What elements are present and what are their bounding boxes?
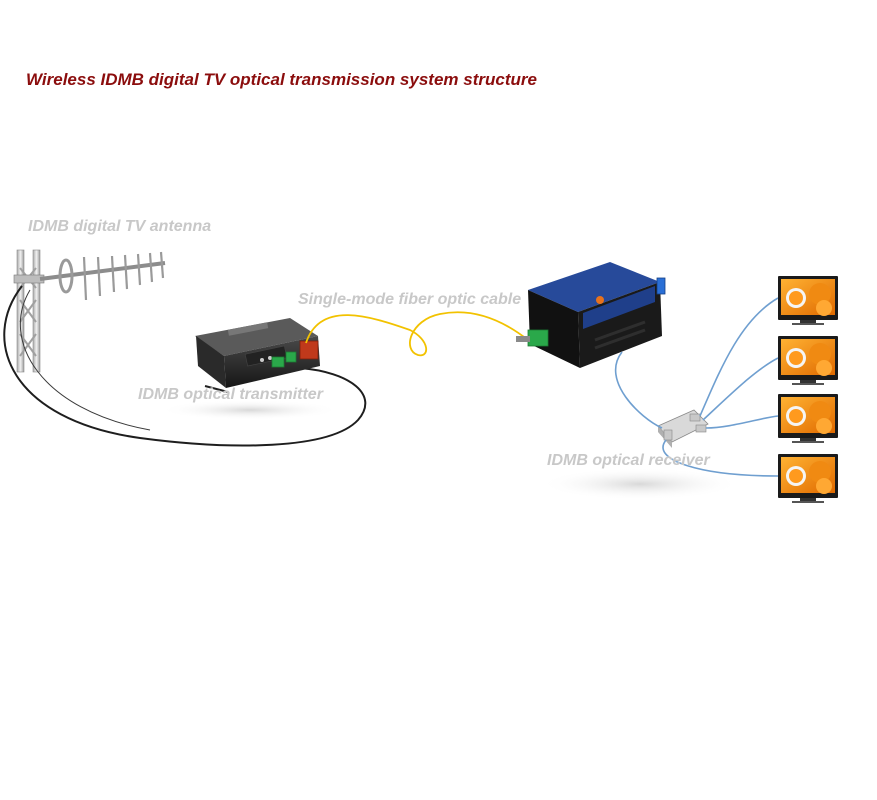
optical-transmitter-icon	[195, 318, 320, 393]
tv-monitor-icon	[778, 336, 838, 385]
rf-splitter-icon	[657, 409, 709, 448]
yagi-antenna-icon	[13, 249, 166, 373]
tv-monitor-icon	[778, 454, 838, 503]
antenna-label: IDMB digital TV antenna	[28, 218, 212, 235]
receiver-shadow	[540, 468, 740, 500]
antenna-coax-cable	[3, 285, 367, 447]
tv-monitor-icon	[778, 394, 838, 443]
fiber-cable-label: Single-mode fiber optic cable	[298, 291, 522, 308]
transmitter-shadow	[160, 400, 340, 420]
diagram-title: Wireless IDMB digital TV optical transmi…	[26, 70, 537, 89]
tv-coax-cables	[614, 297, 779, 477]
transmitter-label: IDMB optical transmitter	[138, 386, 323, 403]
tv-monitor-icon	[778, 276, 838, 325]
receiver-label: IDMB optical receiver	[547, 452, 710, 469]
optical-receiver-icon	[516, 262, 666, 368]
fiber-optic-cable	[305, 311, 529, 357]
